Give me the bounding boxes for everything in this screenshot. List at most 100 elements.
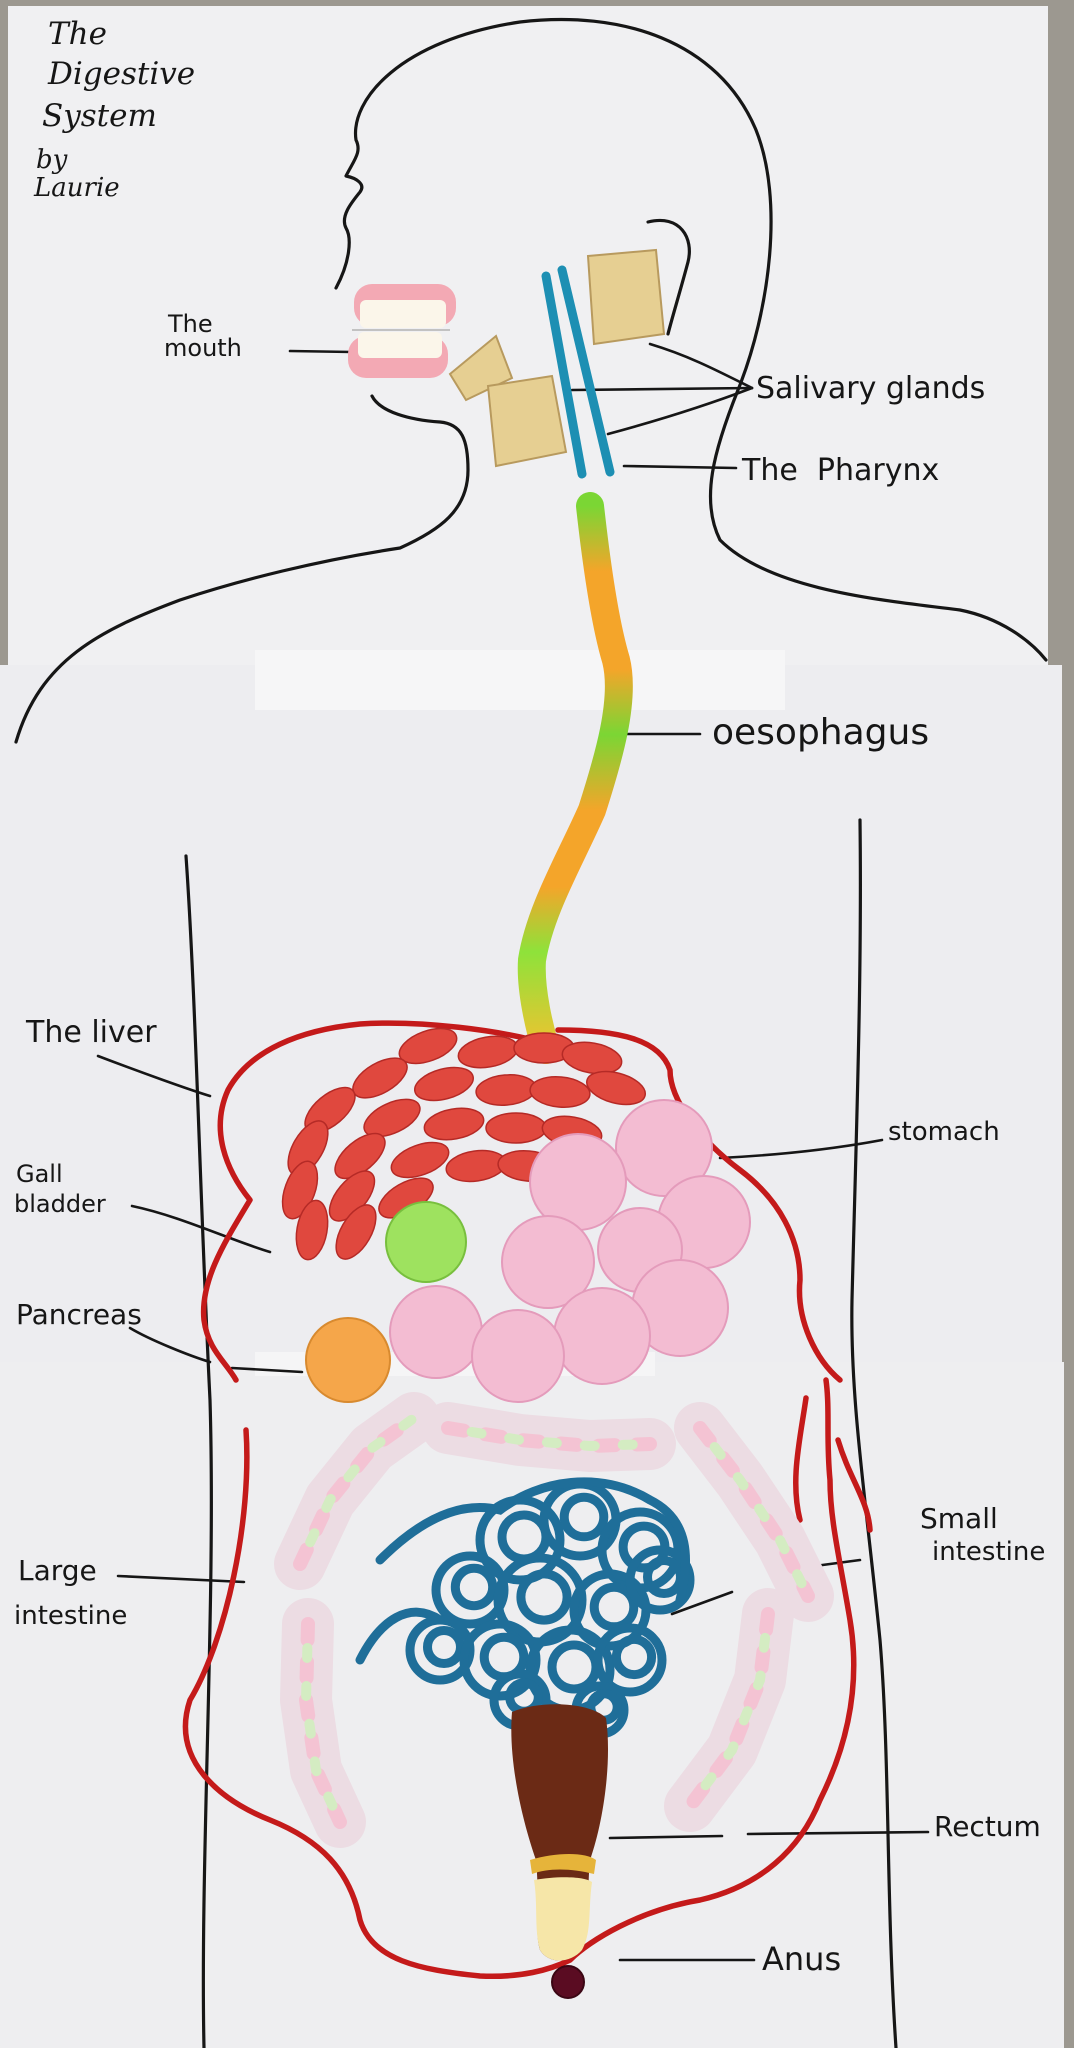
- pharynx-strand-1: [541, 271, 587, 479]
- liver-jelly-sweet: [398, 1027, 458, 1065]
- red-lace-right: [555, 1027, 843, 1383]
- rectum-cola-bottle: [511, 1704, 609, 1961]
- liver-jelly-sweet: [561, 1041, 623, 1075]
- gall-bladder-sweet: [385, 1201, 467, 1283]
- rectum-leader: [608, 1834, 724, 1840]
- stomach-leader: [718, 1138, 884, 1160]
- torso-right-line: [850, 818, 898, 2048]
- marshmallow-right-upper-green-stripe: [695, 1423, 813, 1601]
- stomach-pink-disc: [553, 1287, 651, 1385]
- liver-jelly-sweet: [334, 1132, 386, 1180]
- label-gall-bladder-2: bladder: [14, 1190, 106, 1218]
- label-gall-bladder-1: Gall: [16, 1160, 63, 1188]
- small-intestine-tangle: [355, 1477, 695, 1739]
- stomach-pink-disc: [471, 1309, 565, 1403]
- marshmallow-left-lower-green-stripe: [300, 1619, 345, 1827]
- label-pancreas: Pancreas: [16, 1298, 142, 1331]
- oesophagus-worm: [517, 492, 633, 1064]
- liver-leader: [96, 1054, 212, 1098]
- label-rectum: Rectum: [934, 1810, 1041, 1843]
- label-liver: The liver: [25, 1015, 157, 1050]
- label-large-intestine-1: Large: [18, 1554, 97, 1587]
- salivary-leader-3: [606, 386, 754, 436]
- paper-sheet-top: [8, 6, 1048, 696]
- pancreas-leader: [128, 1326, 212, 1364]
- red-lace-lower: [182, 1377, 857, 1980]
- title-line-1: The: [48, 16, 107, 52]
- liver-jelly-sweet: [423, 1107, 485, 1141]
- oesophagus-path: [517, 492, 633, 1064]
- leader-lines: [96, 342, 930, 1962]
- blue-liquorice-loop: [431, 1551, 509, 1629]
- pancreas-sweet: [305, 1317, 391, 1403]
- tape-strip: [255, 650, 785, 710]
- torso-left-line: [184, 854, 213, 2048]
- cola-bottle-base: [534, 1877, 592, 1961]
- marshmallow-right-lower-green-stripe: [685, 1609, 773, 1811]
- stomach-discs: [389, 1099, 751, 1403]
- liver-jelly-sweet: [586, 1070, 646, 1106]
- salivary-gland-1: [586, 248, 666, 346]
- liver-jelly-sweet: [295, 1199, 329, 1261]
- title-line-3: System: [42, 98, 157, 134]
- mouth-leader: [288, 349, 354, 354]
- teeth-lower: [358, 332, 442, 358]
- blue-liquorice-loop: [625, 1545, 695, 1615]
- salivary-leader-1: [648, 342, 754, 390]
- large-intestine-leader: [116, 1574, 246, 1584]
- label-large-intestine-2: intestine: [14, 1601, 127, 1631]
- title-line-4: by: [36, 145, 68, 175]
- blue-liquorice-strand: [375, 1477, 691, 1605]
- label-oesophagus: oesophagus: [712, 712, 929, 753]
- marshmallow-top-green-stripe: [443, 1423, 655, 1452]
- red-lace-strand: [793, 1395, 809, 1523]
- salivary-gland-3: [486, 374, 568, 468]
- liver-jelly-sweet: [529, 1076, 591, 1108]
- label-pharynx: The Pharynx: [741, 453, 939, 488]
- label-mouth-1: The: [167, 310, 213, 338]
- blue-liquorice-inner-loop: [516, 1569, 572, 1625]
- rectum-leader-2: [746, 1830, 930, 1836]
- gall-leader: [130, 1204, 272, 1254]
- stomach-pink-disc: [389, 1285, 483, 1379]
- liver-jelly-sweet: [363, 1098, 421, 1138]
- blue-liquorice-inner-loop: [450, 1563, 498, 1611]
- blue-liquorice-loop: [593, 1623, 667, 1697]
- label-anus: Anus: [762, 1940, 841, 1978]
- red-liquorice-lace: [182, 1020, 873, 1980]
- marshmallow-left-upper-green-stripe: [295, 1413, 419, 1569]
- pancreas-leader-2: [230, 1366, 304, 1374]
- cola-bottle-band: [530, 1854, 596, 1874]
- head-outline: [334, 17, 1048, 662]
- liver-jelly-sweet: [335, 1204, 377, 1260]
- liver-jelly-sweet: [414, 1066, 474, 1102]
- blue-liquorice-inner-loop: [589, 1582, 639, 1632]
- label-salivary-glands: Salivary glands: [756, 371, 985, 406]
- body-outline: [14, 17, 1048, 2048]
- stomach-pink-disc: [615, 1099, 713, 1197]
- ear: [646, 218, 691, 336]
- blue-liquorice-inner-loop: [611, 1634, 657, 1680]
- teeth-upper: [360, 300, 446, 328]
- label-stomach: stomach: [888, 1117, 1000, 1147]
- blue-liquorice-inner-loop: [423, 1626, 465, 1668]
- liver-jelly-sweet: [485, 1112, 547, 1144]
- salivary-leader-2: [570, 386, 754, 392]
- label-mouth-2: mouth: [164, 334, 242, 362]
- blue-liquorice-loop: [459, 1619, 541, 1701]
- blue-liquorice-strand: [355, 1607, 445, 1665]
- pharynx-strands: [541, 265, 615, 479]
- pharynx-strand-2: [557, 265, 615, 477]
- poster-title: The Digestive System by Laurie: [33, 16, 195, 203]
- anus-sweet: [551, 1965, 585, 1999]
- mouth-teeth: [348, 284, 456, 378]
- blue-liquorice-inner-loop: [559, 1492, 609, 1542]
- liver-sweets: [281, 1027, 646, 1261]
- diagram-labels: The mouth Salivary glands The Pharynx oe…: [14, 310, 1045, 1978]
- title-line-5: Laurie: [33, 173, 120, 203]
- salivary-glands: [448, 248, 666, 468]
- stomach-pink-disc: [501, 1215, 595, 1309]
- liver-jelly-sweet: [390, 1141, 450, 1179]
- pharynx-leader: [622, 464, 738, 470]
